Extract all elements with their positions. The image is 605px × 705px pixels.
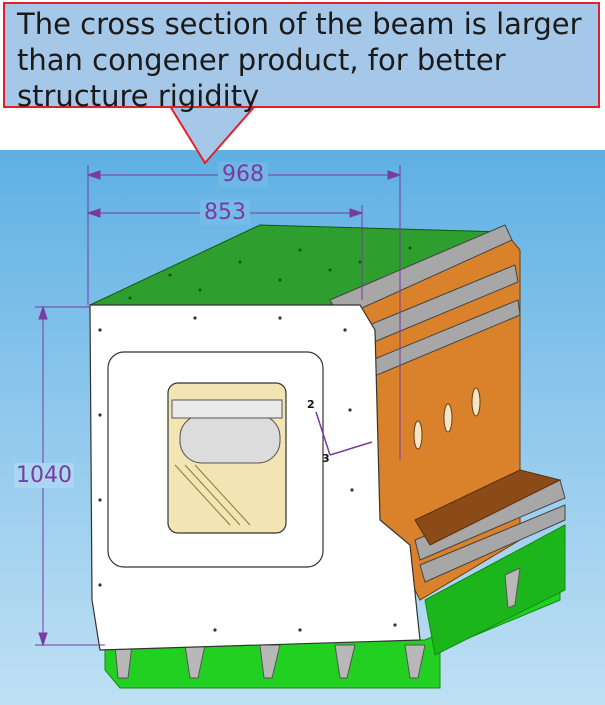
callout-pointer [168,105,258,165]
inner-floor [414,469,562,546]
dimension-inner-width: 853 [200,200,250,225]
callout-box: The cross section of the beam is larger … [3,2,600,113]
inner-cylinders [171,399,283,526]
point-marker-2: 2 [307,398,315,411]
dimension-height: 1040 [14,463,74,488]
side-slots [413,387,481,450]
base-feet [114,567,521,679]
base-side [424,524,566,656]
axis-arrows [315,411,373,456]
point-marker-3: 3 [322,452,330,465]
front-face-holes [98,316,397,632]
dimension-overall-width: 968 [218,162,268,187]
top-plate-holes [128,246,412,300]
callout-text: The cross section of the beam is larger … [17,7,582,113]
